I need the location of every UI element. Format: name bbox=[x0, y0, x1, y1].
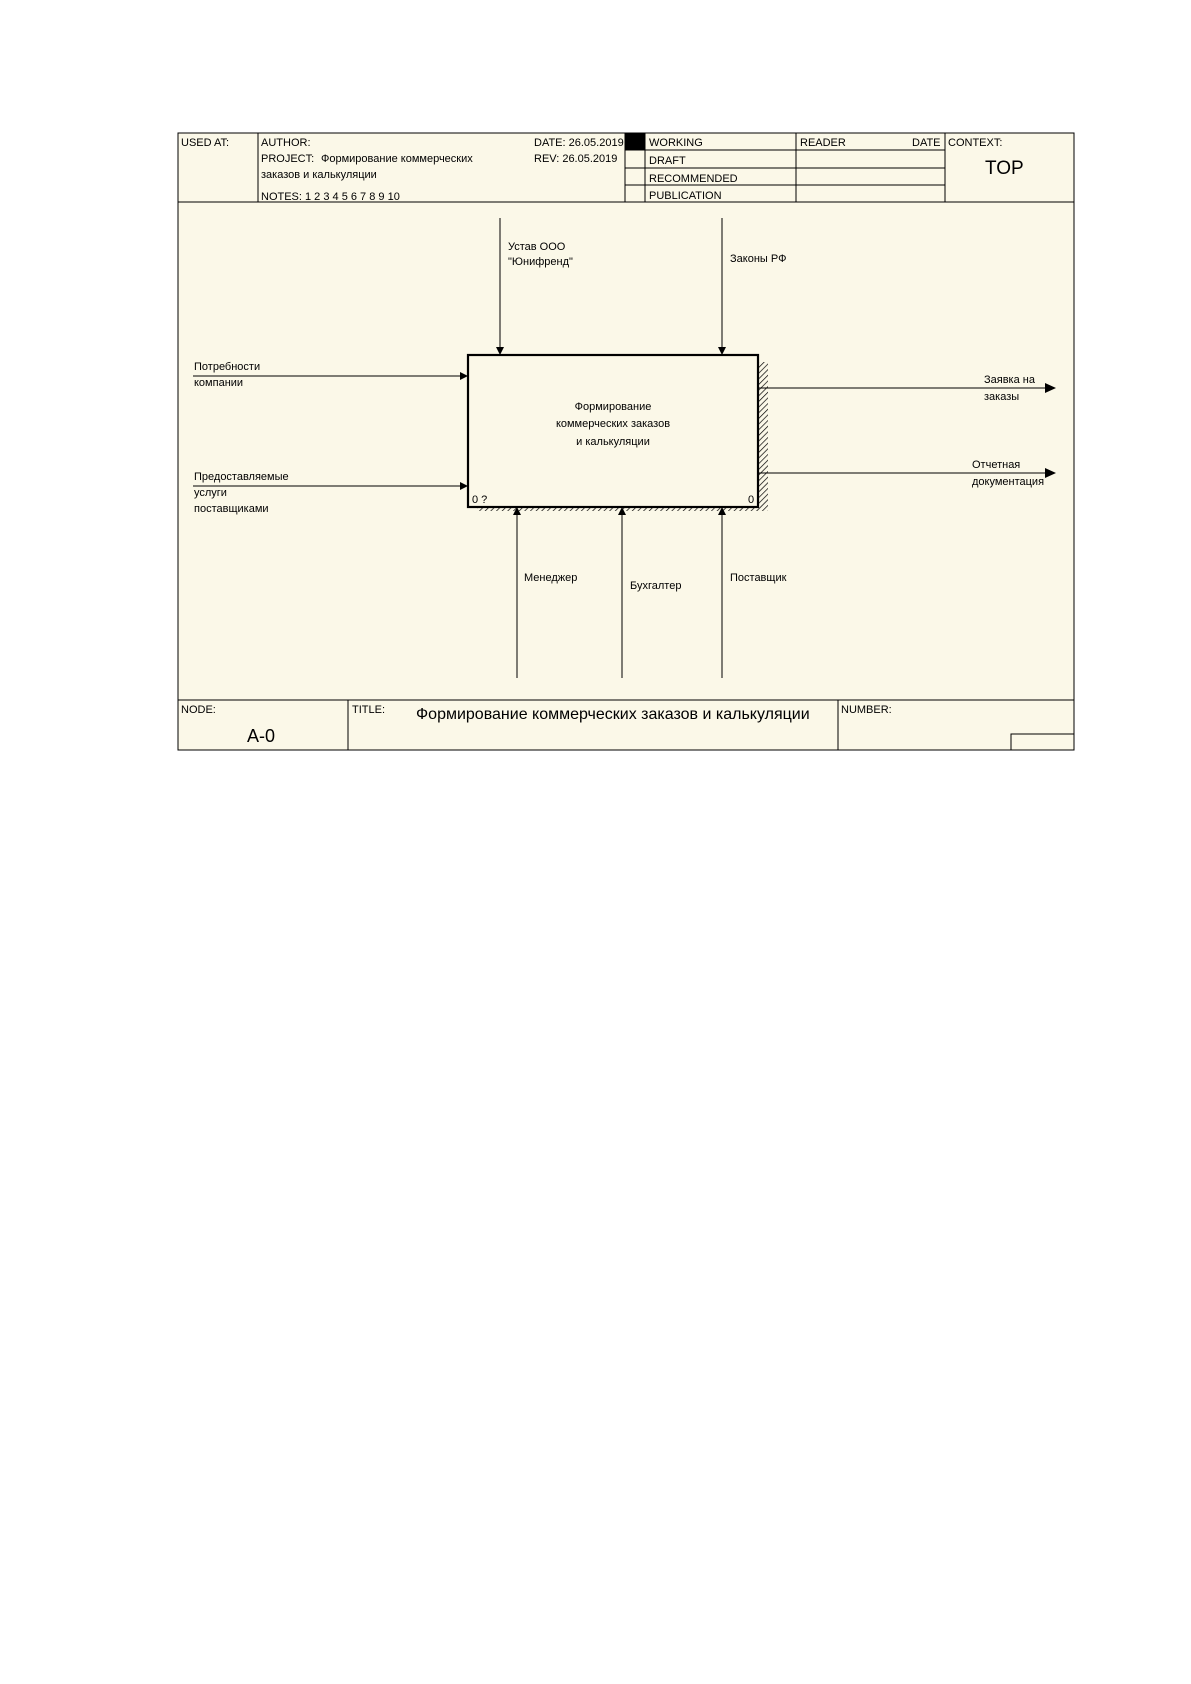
output-label-order-line2: заказы bbox=[984, 391, 1019, 403]
output-label-reporting-line1: Отчетная bbox=[972, 459, 1020, 471]
number-box bbox=[1010, 733, 1075, 751]
number-label: NUMBER: bbox=[841, 704, 892, 716]
rev-value: REV: 26.05.2019 bbox=[534, 153, 617, 165]
mechanism-label-manager: Менеджер bbox=[524, 572, 577, 584]
control-arrow-laws: Законы РФ bbox=[718, 218, 786, 355]
used-at-label: USED AT: bbox=[181, 137, 229, 149]
project-label: PROJECT: bbox=[261, 153, 314, 165]
title-label: TITLE: bbox=[352, 704, 385, 716]
status-recommended: RECOMMENDED bbox=[649, 173, 738, 185]
project-name-line2: заказов и калькуляции bbox=[261, 169, 377, 181]
output-label-reporting-line2: документация bbox=[972, 476, 1044, 488]
footer-block: NODE: A-0 TITLE: Формирование коммерческ… bbox=[178, 699, 1075, 751]
activity-title-line2: коммерческих заказов bbox=[556, 418, 670, 430]
activity-box: Формирование коммерческих заказов и каль… bbox=[466, 353, 768, 511]
status-working: WORKING bbox=[649, 137, 703, 149]
mechanism-arrow-manager: Менеджер bbox=[513, 507, 577, 678]
input-label-services-line3: поставщиками bbox=[194, 503, 269, 515]
activity-title-line1: Формирование bbox=[575, 401, 652, 413]
output-arrow-reporting: Отчетная документация bbox=[758, 459, 1056, 488]
input-arrow-need: Потребности компании bbox=[193, 361, 468, 389]
control-label-laws: Законы РФ bbox=[730, 253, 786, 265]
input-label-need-line1: Потребности bbox=[194, 361, 260, 373]
input-arrow-services: Предоставляемые услуги поставщиками bbox=[193, 471, 468, 515]
reader-label: READER bbox=[800, 137, 846, 149]
node-label: NODE: bbox=[181, 704, 216, 716]
diagram-title: Формирование коммерческих заказов и каль… bbox=[416, 706, 810, 723]
node-value: A-0 bbox=[247, 726, 275, 746]
activity-node-left: 0 ? bbox=[472, 494, 487, 506]
output-label-order-line1: Заявка на bbox=[984, 374, 1036, 386]
mechanism-arrow-accountant: Бухгалтер bbox=[618, 507, 681, 678]
context-label: CONTEXT: bbox=[948, 137, 1002, 149]
mechanism-label-accountant: Бухгалтер bbox=[630, 580, 681, 592]
reader-date-label: DATE bbox=[912, 137, 941, 149]
activity-node-right: 0 bbox=[748, 494, 754, 506]
working-status-marker bbox=[625, 133, 645, 150]
input-label-services-line1: Предоставляемые bbox=[194, 471, 289, 483]
input-label-services-line2: услуги bbox=[194, 487, 227, 499]
date-value: DATE: 26.05.2019 bbox=[534, 137, 624, 149]
author-label: AUTHOR: bbox=[261, 137, 311, 149]
header-block: USED AT: AUTHOR: PROJECT: Формирование к… bbox=[178, 133, 1074, 203]
input-label-need-line2: компании bbox=[194, 377, 243, 389]
output-arrow-order-request: Заявка на заказы bbox=[758, 374, 1056, 403]
activity-title-line3: и калькуляции bbox=[576, 436, 650, 448]
control-label-charter-line2: "Юнифренд" bbox=[508, 256, 573, 268]
notes-label: NOTES: 1 2 3 4 5 6 7 8 9 10 bbox=[261, 191, 400, 203]
control-label-charter-line1: Устав ООО bbox=[508, 241, 566, 253]
status-publication: PUBLICATION bbox=[649, 190, 722, 202]
context-value: TOP bbox=[985, 158, 1024, 179]
project-name-line1: Формирование коммерческих bbox=[321, 153, 473, 165]
status-draft: DRAFT bbox=[649, 155, 686, 167]
mechanism-label-supplier: Поставщик bbox=[730, 572, 787, 584]
mechanism-arrow-supplier: Поставщик bbox=[718, 507, 787, 678]
activity-rect bbox=[466, 353, 760, 509]
control-arrow-charter: Устав ООО "Юнифренд" bbox=[496, 218, 573, 355]
